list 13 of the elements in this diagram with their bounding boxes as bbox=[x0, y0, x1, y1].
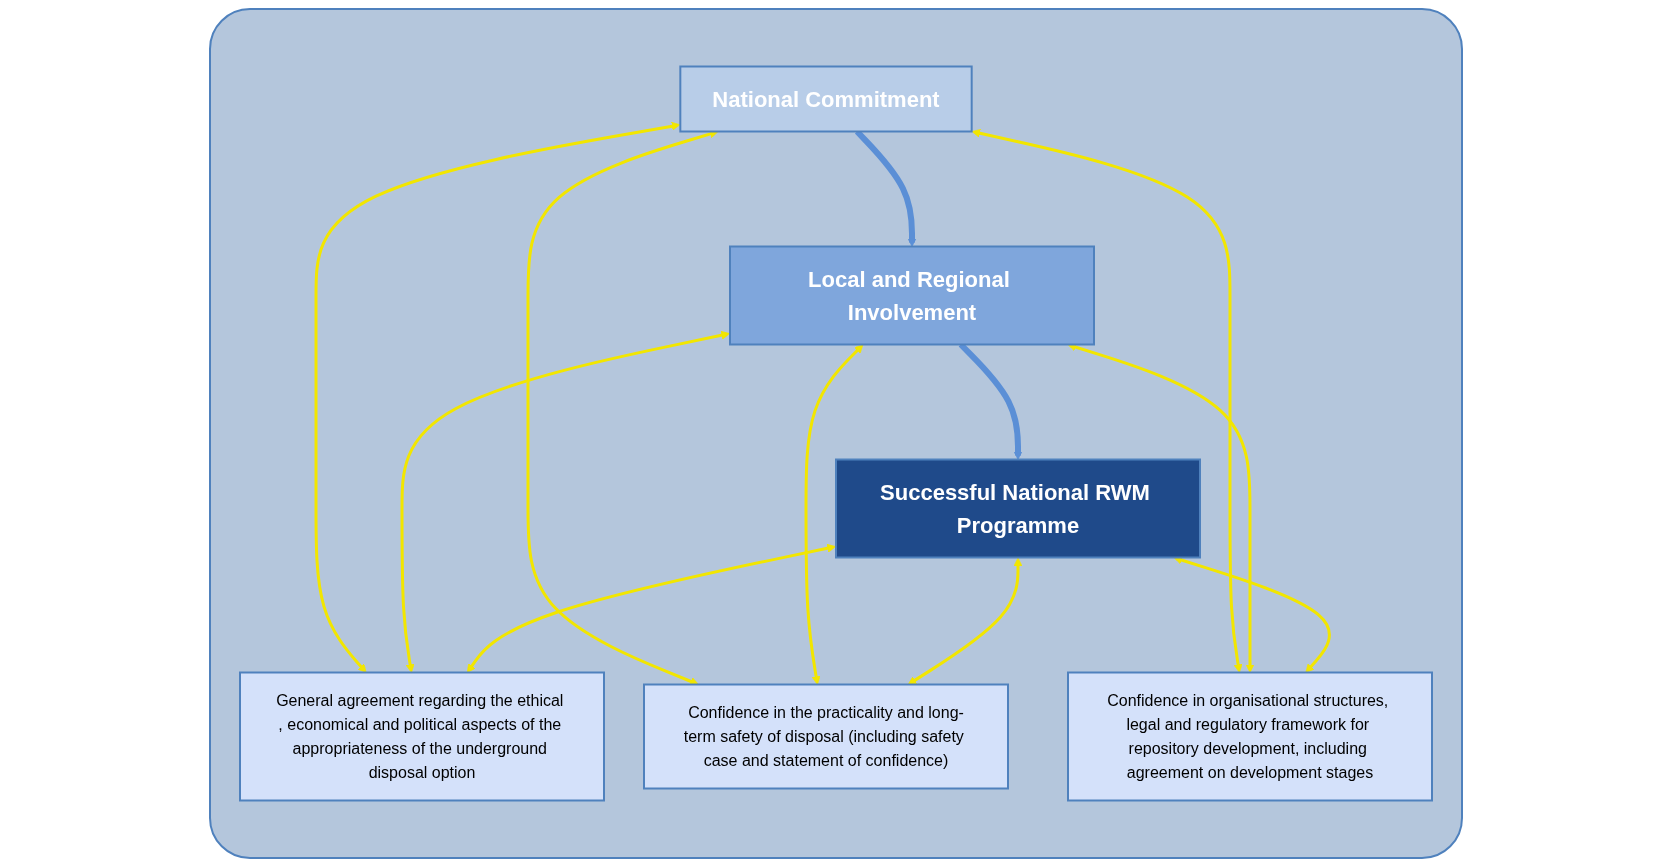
arrow bbox=[971, 129, 1243, 673]
node-box: Confidence in the practicality and long-term safety of disposal (including safety case and statement of confidence) bbox=[643, 683, 1009, 790]
arrow bbox=[314, 121, 681, 673]
node-box: National Commitment bbox=[679, 65, 973, 133]
node-box: Confidence in organisational structures, legal and regulatory framework for repository development, including agreement on development stages bbox=[1067, 671, 1433, 802]
node-box: Successful National RWM Programme bbox=[835, 458, 1201, 559]
arrow bbox=[907, 557, 1023, 685]
cluster bbox=[209, 8, 1463, 859]
arrow bbox=[400, 330, 730, 673]
arrow bbox=[466, 543, 836, 673]
node-box: Local and Regional Involvement bbox=[729, 245, 1095, 346]
node-box: General agreement regarding the ethical , economical and political aspects of the appropriateness of the underground disposal option bbox=[239, 671, 605, 802]
arrow bbox=[804, 344, 864, 685]
